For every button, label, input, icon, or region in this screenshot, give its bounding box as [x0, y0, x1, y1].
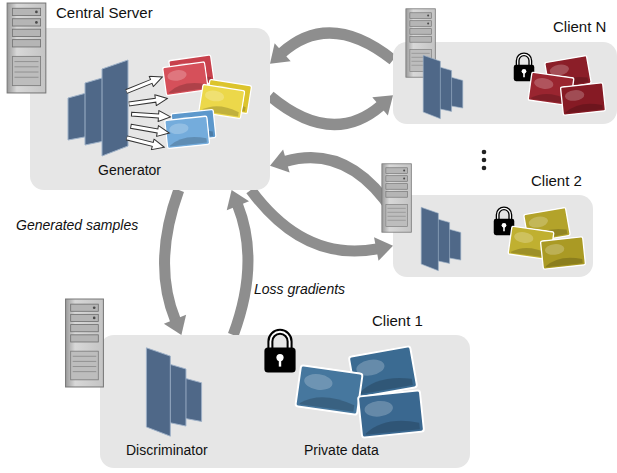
generation-arrows	[124, 72, 171, 153]
arrow-head	[227, 190, 249, 210]
component-label-box: Generator	[96, 161, 166, 182]
exchange-arrow	[270, 33, 393, 64]
machine-title: Client N	[553, 18, 606, 36]
arrow-shaft	[270, 96, 381, 124]
arrow-head	[270, 43, 291, 63]
arrow-shaft	[233, 205, 248, 335]
private-data-cards	[508, 207, 585, 269]
exchange-arrow	[164, 190, 186, 335]
component-label: Generator	[96, 161, 163, 180]
lock-icon	[264, 332, 295, 373]
arrow-head	[270, 150, 290, 173]
component-label-box: Discriminator	[124, 441, 212, 462]
server-icon	[382, 164, 411, 232]
arrow-head	[164, 315, 186, 335]
edge-label: Loss gradients	[254, 281, 345, 298]
component-label: Discriminator	[124, 441, 210, 460]
exchange-arrow	[227, 190, 249, 335]
arrow-shaft	[251, 190, 377, 251]
machine-title: Client 2	[531, 172, 582, 190]
exchange-arrow	[251, 190, 393, 261]
discriminator-layers	[423, 55, 463, 118]
server-icon	[66, 299, 104, 387]
private-data-cards	[295, 346, 424, 438]
arrow-shaft	[165, 190, 179, 320]
arrow-head	[372, 95, 393, 115]
private-data-cards	[528, 55, 605, 115]
machine-title: Client 1	[372, 312, 423, 330]
component-label-box: Private data	[302, 441, 383, 462]
edge-label: Generated samples	[16, 217, 138, 234]
generated-blue-card	[164, 109, 217, 148]
machine-title: Central Server	[56, 4, 153, 22]
server-icon	[7, 3, 46, 93]
component-label: Private data	[302, 441, 381, 460]
more-clients-dots	[482, 150, 487, 171]
arrow-shaft	[285, 158, 393, 212]
arrow-head	[374, 237, 393, 261]
exchange-arrow	[270, 95, 393, 124]
discriminator-layers	[421, 207, 461, 270]
exchange-arrow	[270, 150, 393, 212]
arrow-shaft	[282, 33, 393, 60]
discriminator-layers	[146, 348, 201, 436]
generator-layers	[68, 60, 128, 156]
